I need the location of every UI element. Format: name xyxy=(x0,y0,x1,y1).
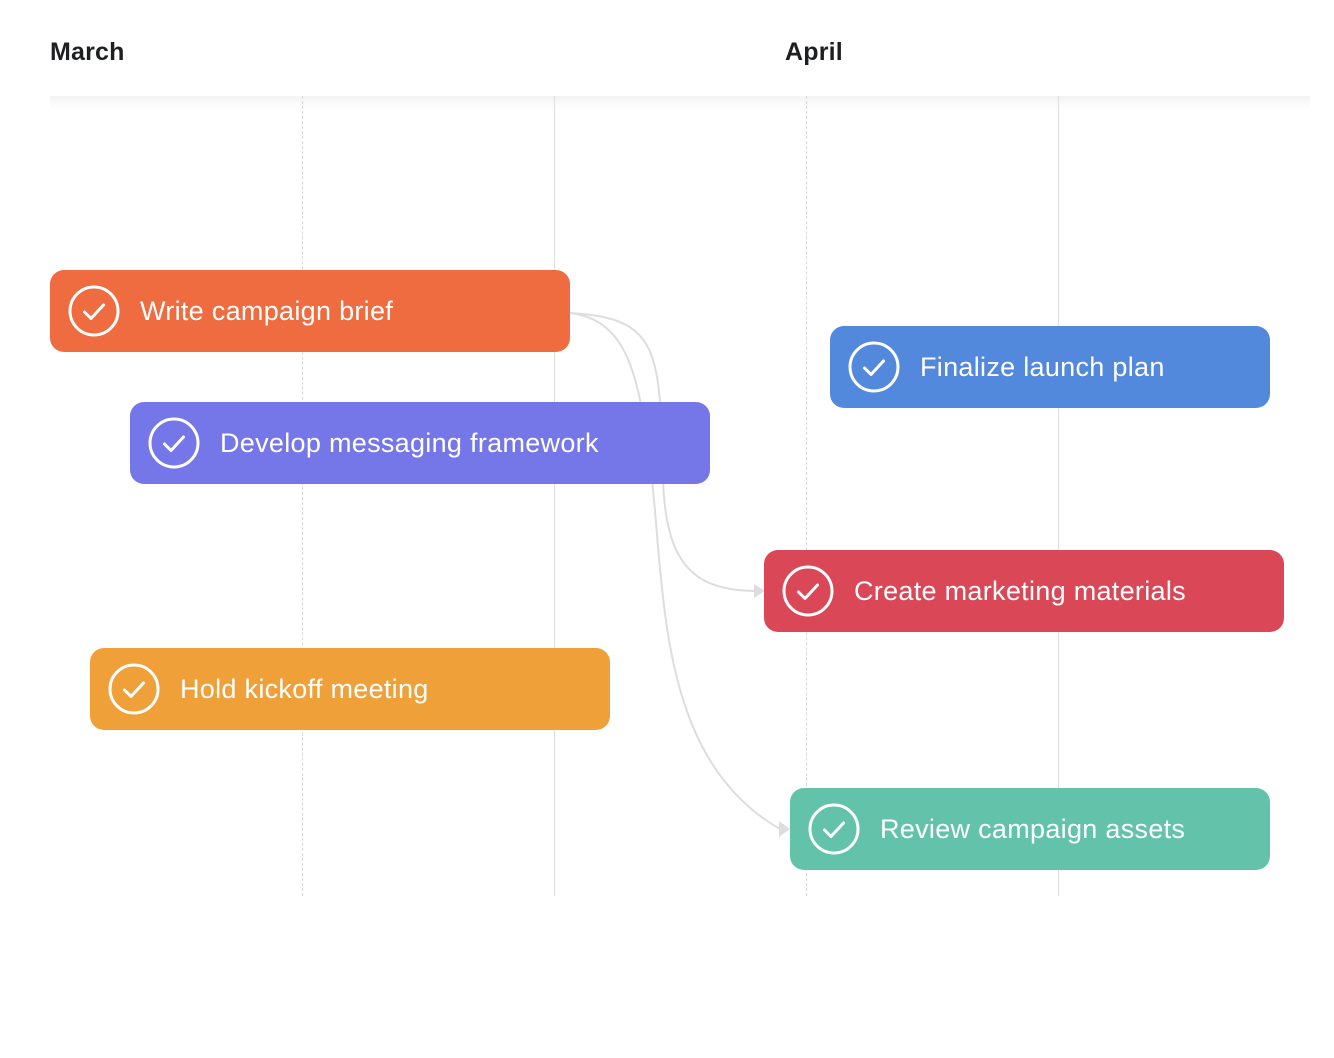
month-gridline xyxy=(806,96,807,896)
check-circle-icon[interactable] xyxy=(148,417,200,469)
task-label: Finalize launch plan xyxy=(920,351,1165,382)
task-develop-messaging-framework[interactable]: Develop messaging framework xyxy=(130,402,710,484)
task-create-marketing-materials[interactable]: Create marketing materials xyxy=(764,550,1284,632)
check-circle-icon[interactable] xyxy=(848,341,900,393)
task-label: Review campaign assets xyxy=(880,813,1186,844)
task-label: Hold kickoff meeting xyxy=(180,673,429,704)
task-finalize-launch-plan[interactable]: Finalize launch plan xyxy=(830,326,1270,408)
task-hold-kickoff-meeting[interactable]: Hold kickoff meeting xyxy=(90,648,610,730)
month-label-march: March xyxy=(50,38,125,66)
check-circle-icon[interactable] xyxy=(68,285,120,337)
check-circle-icon[interactable] xyxy=(108,663,160,715)
week-gridline xyxy=(1058,96,1059,896)
week-gridline xyxy=(554,96,555,896)
week-gridline xyxy=(302,96,303,896)
month-label-april: April xyxy=(785,38,843,66)
task-label: Develop messaging framework xyxy=(220,427,599,458)
task-label: Write campaign brief xyxy=(140,295,394,326)
dependency-line xyxy=(569,312,781,830)
task-write-campaign-brief[interactable]: Write campaign brief xyxy=(50,270,570,352)
timeline-header-band xyxy=(50,96,1310,110)
check-circle-icon[interactable] xyxy=(782,565,834,617)
task-review-campaign-assets[interactable]: Review campaign assets xyxy=(790,788,1270,870)
dependency-arrowhead xyxy=(779,821,790,837)
check-circle-icon[interactable] xyxy=(808,803,860,855)
task-label: Create marketing materials xyxy=(854,575,1186,606)
